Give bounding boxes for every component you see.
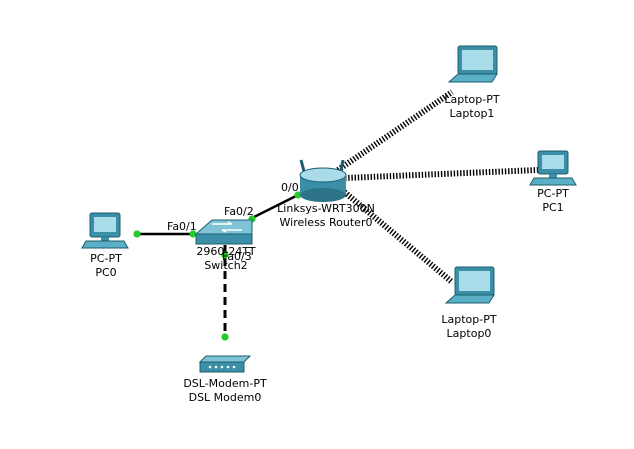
port-label-fa03: Fa0/3 bbox=[222, 250, 252, 263]
laptop-icon bbox=[447, 45, 498, 83]
laptop1-type-label: Laptop-PT bbox=[444, 93, 499, 106]
pc-icon bbox=[81, 212, 129, 249]
port-label-fa02: Fa0/2 bbox=[224, 205, 254, 218]
link-switch2-router[interactable] bbox=[251, 193, 299, 220]
pc1-type-label: PC-PT bbox=[537, 187, 569, 200]
device-wireless-router0[interactable]: Linksys-WRT300N Wireless Router0 bbox=[277, 159, 375, 229]
switch-icon bbox=[194, 219, 253, 245]
pc0-name-label: PC0 bbox=[95, 266, 116, 279]
device-laptop1[interactable]: Laptop-PT Laptop1 bbox=[444, 45, 500, 120]
device-switch2[interactable]: 2960-24TT Switch2 bbox=[194, 219, 256, 272]
wireless-link-pc1[interactable] bbox=[344, 167, 539, 181]
device-pc0[interactable]: PC-PT PC0 bbox=[81, 212, 129, 279]
port-dot-pc0 bbox=[133, 230, 141, 238]
modem-name-label: DSL Modem0 bbox=[189, 391, 262, 404]
laptop1-name-label: Laptop1 bbox=[450, 107, 495, 120]
laptop0-type-label: Laptop-PT bbox=[441, 313, 496, 326]
port-labels: Fa0/1 Fa0/2 Fa0/3 0/0 bbox=[167, 181, 299, 263]
wireless-link-laptop1[interactable] bbox=[336, 89, 454, 173]
device-pc1[interactable]: PC-PT PC1 bbox=[529, 150, 577, 214]
port-dot-switch-fa01 bbox=[189, 230, 197, 238]
wireless-router-icon bbox=[299, 159, 347, 202]
port-label-fa01: Fa0/1 bbox=[167, 220, 197, 233]
laptop0-name-label: Laptop0 bbox=[447, 327, 492, 340]
device-dsl-modem0[interactable]: DSL-Modem-PT DSL Modem0 bbox=[183, 355, 267, 404]
pc1-name-label: PC1 bbox=[542, 201, 563, 214]
router-name-label: Wireless Router0 bbox=[280, 216, 373, 229]
modem-type-label: DSL-Modem-PT bbox=[183, 377, 267, 390]
wireless-link-laptop0[interactable] bbox=[340, 187, 454, 285]
switch2-name-label: Switch2 bbox=[204, 259, 247, 272]
switch2-type-label: 2960-24TT bbox=[196, 245, 255, 258]
port-label-00: 0/0 bbox=[281, 181, 299, 194]
device-laptop0[interactable]: Laptop-PT Laptop0 bbox=[441, 266, 497, 340]
dsl-modem-icon bbox=[198, 355, 252, 373]
port-status-dots bbox=[133, 191, 302, 341]
port-dot-modem bbox=[221, 333, 229, 341]
port-dot-router-00 bbox=[294, 191, 302, 199]
links bbox=[138, 89, 539, 338]
port-dot-switch-fa03 bbox=[221, 251, 229, 259]
router-type-label: Linksys-WRT300N bbox=[277, 202, 375, 215]
pc0-type-label: PC-PT bbox=[90, 252, 122, 265]
laptop-icon bbox=[444, 266, 495, 304]
pc-icon bbox=[529, 150, 577, 186]
